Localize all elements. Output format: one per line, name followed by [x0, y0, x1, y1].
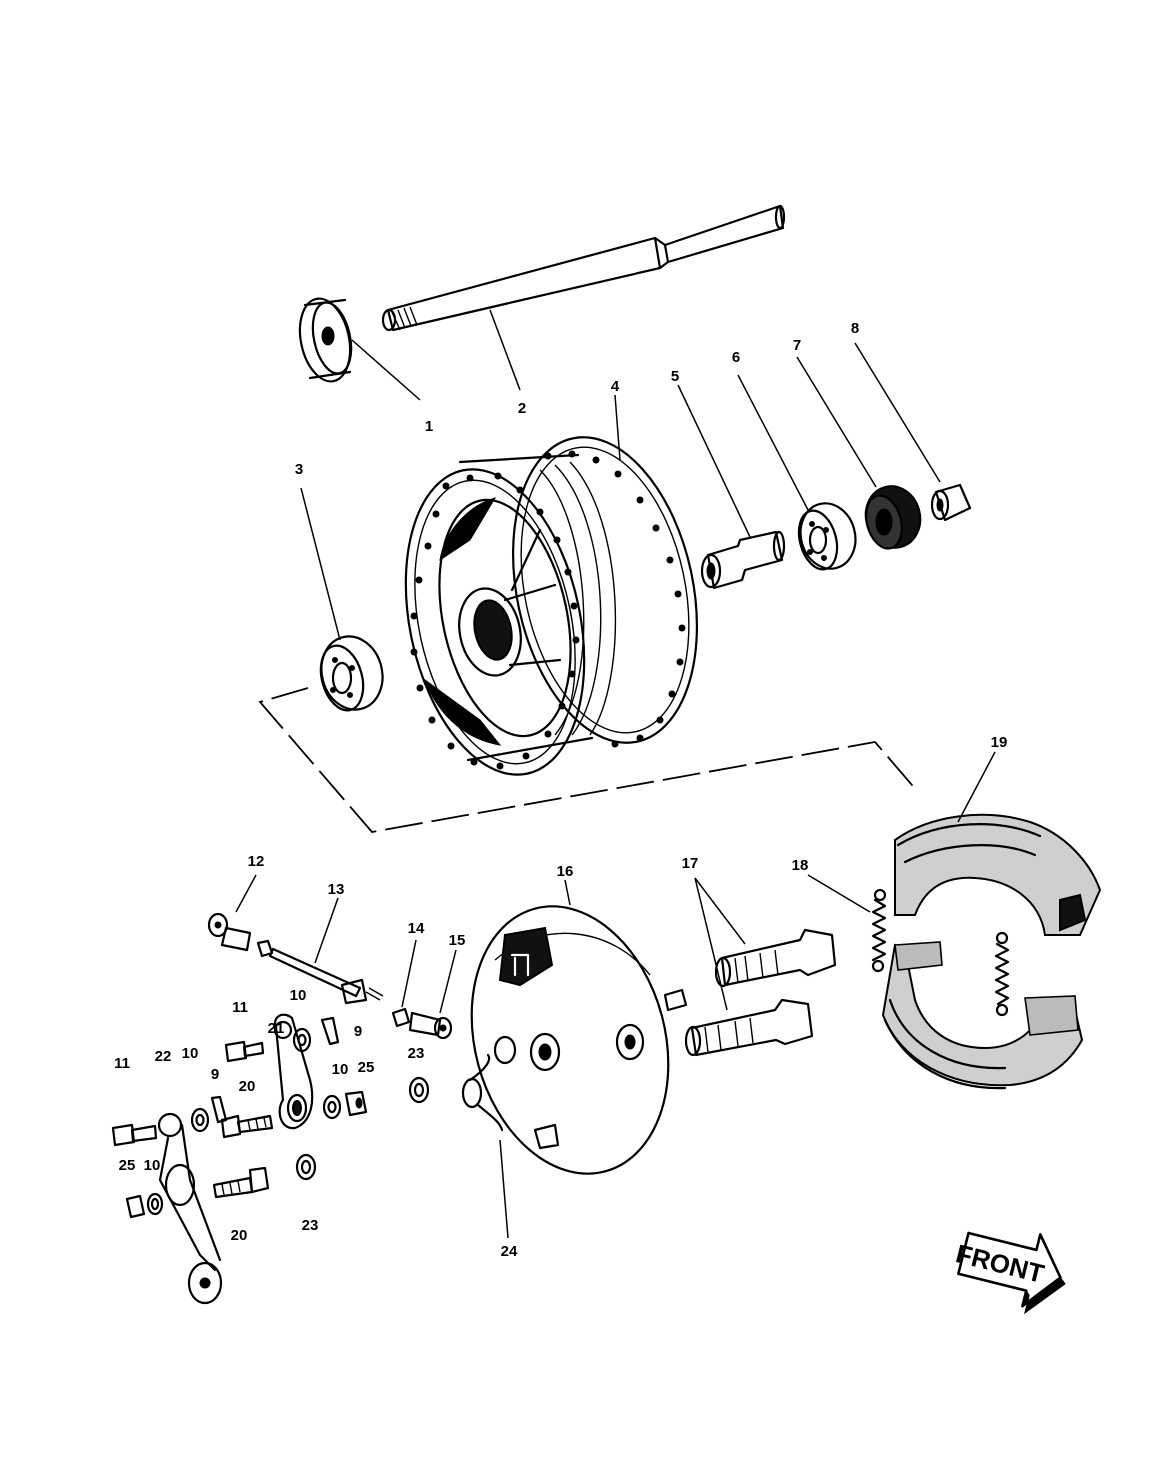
callout-21: 21 — [268, 1020, 285, 1037]
part-9-cotter-pin-lower — [210, 1095, 228, 1124]
callout-11-lower: 11 — [114, 1055, 130, 1072]
callout-17: 17 — [682, 855, 699, 872]
part-18-shoe-spring — [871, 888, 1010, 1017]
callout-9-upper: 9 — [354, 1023, 362, 1040]
front-direction-badge: FRONT — [953, 1231, 1066, 1315]
callout-15: 15 — [449, 932, 466, 949]
part-4-wheel-hub — [404, 436, 699, 776]
callout-18: 18 — [792, 857, 809, 874]
part-23-washer-upper — [408, 1076, 430, 1104]
part-25-nut-lower — [125, 1194, 146, 1219]
callout-25-lower: 25 — [119, 1157, 136, 1174]
part-16-brake-panel — [470, 905, 688, 1175]
callout-23-upper: 23 — [408, 1045, 425, 1062]
part-9-cotter-pin-upper — [320, 1016, 340, 1046]
part-24-return-spring — [461, 1053, 504, 1132]
part-13-brake-rod — [268, 947, 384, 1005]
callout-23-lower: 23 — [302, 1217, 319, 1234]
part-10-washer-a — [292, 1027, 312, 1053]
part-5-spacer — [700, 530, 786, 590]
callout-1: 1 — [425, 418, 433, 435]
callout-24: 24 — [501, 1243, 518, 1260]
part-11-bolt-upper — [224, 1040, 265, 1063]
callout-25-upper: 25 — [358, 1059, 375, 1076]
callout-6: 6 — [732, 349, 740, 366]
part-17-brake-cam-lower — [684, 998, 814, 1057]
part-20-bolt-lower — [212, 1166, 270, 1199]
part-15-pin — [408, 1011, 453, 1040]
callout-14: 14 — [408, 920, 425, 937]
part-6-bearing — [797, 502, 857, 571]
part-3-bearing — [319, 635, 384, 712]
part-14-nut — [391, 1007, 411, 1028]
part-10-washer-b — [322, 1094, 342, 1120]
callout-8: 8 — [851, 320, 859, 337]
part-12-cable-joint — [207, 912, 274, 958]
part-23-washer-lower — [295, 1153, 317, 1181]
callout-3: 3 — [295, 461, 303, 478]
callout-10-a: 10 — [290, 987, 307, 1004]
part-25-nut-upper — [344, 1090, 368, 1117]
part-8-collar — [930, 483, 972, 522]
callout-10-d: 10 — [144, 1157, 161, 1174]
callout-2: 2 — [518, 400, 526, 417]
leader-lines — [235, 309, 996, 1239]
callout-20-lower: 20 — [231, 1227, 248, 1244]
callout-20-upper: 20 — [239, 1078, 256, 1095]
callout-10-c: 10 — [182, 1045, 199, 1062]
callout-12: 12 — [248, 853, 265, 870]
callout-5: 5 — [671, 368, 679, 385]
part-10-washer-c — [190, 1107, 210, 1133]
part-19-brake-shoes — [881, 813, 1102, 1090]
part-2-axle — [381, 204, 786, 332]
part-21-lever — [273, 1013, 314, 1130]
callout-9-lower: 9 — [211, 1066, 219, 1083]
callout-10-b: 10 — [332, 1061, 349, 1078]
spoke-holes — [410, 450, 686, 770]
callout-4: 4 — [611, 378, 620, 395]
part-7-oil-seal — [864, 485, 922, 550]
part-1-dust-cover — [298, 297, 353, 383]
part-20-bolt-upper — [220, 1114, 274, 1139]
callout-22: 22 — [155, 1048, 172, 1065]
callout-19: 19 — [991, 734, 1008, 751]
callout-13: 13 — [328, 881, 345, 898]
callout-labels: 1 2 3 4 5 6 7 8 9 9 10 10 10 10 11 11 12… — [114, 320, 1007, 1260]
part-17-brake-cam-upper — [714, 928, 837, 988]
callout-16: 16 — [557, 863, 574, 880]
part-10-washer-d — [146, 1192, 164, 1216]
callout-11-upper: 11 — [232, 999, 248, 1016]
part-11-bolt-lower — [111, 1123, 158, 1147]
assembly-dashed-line — [258, 687, 919, 833]
callout-7: 7 — [793, 337, 801, 354]
part-22-lever — [157, 1112, 223, 1305]
